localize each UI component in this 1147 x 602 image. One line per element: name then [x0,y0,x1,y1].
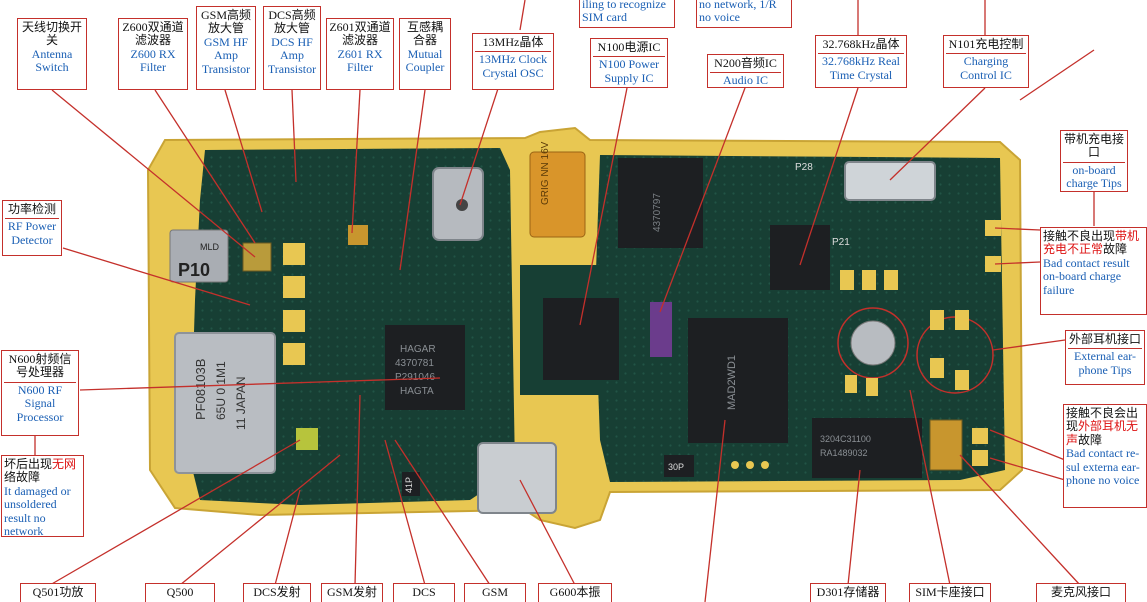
n200-chip [543,298,619,380]
tantalum-capacitor [529,151,586,238]
svg-text:41P: 41P [404,477,414,493]
label-rf-detector: 功率检测 RF Power Detector [2,200,62,256]
svg-text:65U 0 1M1: 65U 0 1M1 [214,361,228,420]
hagar-chip [385,325,465,410]
svg-text:4370797: 4370797 [652,193,663,232]
label-n200-audio: N200音频IC Audio IC [707,54,784,88]
memory-d301 [812,418,922,478]
svg-text:RA1489032: RA1489032 [820,448,868,458]
gold-pads [283,220,1001,396]
svg-text:MAD2WD1: MAD2WD1 [726,355,738,410]
label-n100-power: N100电源IC N100 Power Supply IC [590,38,668,88]
label-dcs-hf-amp: DCS高频放大管 DCS HF Amp Transistor [263,6,321,90]
label-q500: Q500 [145,583,215,602]
coin-cell [850,320,896,366]
pf-chip-text: PF08103B [193,359,208,420]
svg-text:GRIG NN 16V: GRIG NN 16V [540,141,551,205]
n100-chip [618,158,703,248]
svg-text:11 JAPAN: 11 JAPAN [234,376,248,430]
label-mic: 麦克风接口 [1036,583,1126,602]
g600-oscillator [477,442,557,514]
antenna-switch-chip [242,242,272,272]
label-q501: Q501功放 [20,583,96,602]
label-g600: G600本振 [538,583,612,602]
label-dcs-b: DCS [393,583,455,602]
label-antenna-switch: 天线切换开关 Antenna Switch [17,18,87,90]
p10-component [169,229,229,283]
svg-text:4370781: 4370781 [395,358,434,369]
svg-text:P21: P21 [832,237,850,248]
leader-lines [34,0,1095,602]
label-32khz-crystal: 32.768kHz晶体 32.768kHz Real Time Crystal [815,35,907,88]
label-sim-slot: SIM卡座接口 [909,583,991,602]
label-d301: D301存储器 [810,583,886,602]
label-bad-earphone: 接触不良会出现外部耳机无声故障 Bad contact re-sul exter… [1063,404,1147,508]
svg-text:MLD: MLD [200,242,220,252]
purple-component [650,302,672,357]
label-z601-filter: Z601双通道滤波器 Z601 RX Filter [326,18,394,90]
label-bad-charge: 接触不良出现带机充电不正常故障 Bad contact result on-bo… [1040,227,1147,315]
label-no-network: no network, 1/R no voice [696,0,792,28]
svg-text:3204C31100: 3204C31100 [820,434,871,444]
svg-text:HAGTA: HAGTA [400,386,434,397]
svg-text:P28: P28 [795,162,813,173]
label-mutual-coupler: 互感耦合器 Mutual Coupler [399,18,451,90]
svg-text:P291046: P291046 [395,372,435,383]
svg-text:P10: P10 [178,260,210,280]
label-n101-charging: N101充电控制 Charging Control IC [943,35,1029,88]
label-gsm-hf-amp: GSM高频放大管 GSM HF Amp Transistor [196,6,256,90]
sim-contacts [929,419,963,471]
label-sim-recognize: iling to recognize SIM card [579,0,675,28]
n600-shield-can [174,332,276,474]
label-damaged: 坏后出现无网络故障 It damaged or unsoldered resul… [1,455,84,537]
label-13mhz-crystal: 13MHz晶体 13MHz Clock Crystal OSC [472,33,554,90]
label-ext-earphone: 外部耳机接口 External ear-phone Tips [1065,330,1145,385]
crystal-32khz [844,161,936,201]
label-n600-rf: N600射频信号处理器 N600 RF Signal Processor [1,350,79,436]
label-dcs-tx: DCS发射 [243,583,311,602]
label-charge-port: 带机充电接口 on-board charge Tips [1060,130,1128,192]
label-gsm-tx: GSM发射 [321,583,383,602]
label-gsm-b: GSM [464,583,526,602]
svg-text:HAGAR: HAGAR [400,344,436,355]
label-z600-filter: Z600双通道滤波器 Z600 RX Filter [118,18,188,90]
mad-processor [688,318,788,443]
svg-text:30P: 30P [668,462,684,472]
